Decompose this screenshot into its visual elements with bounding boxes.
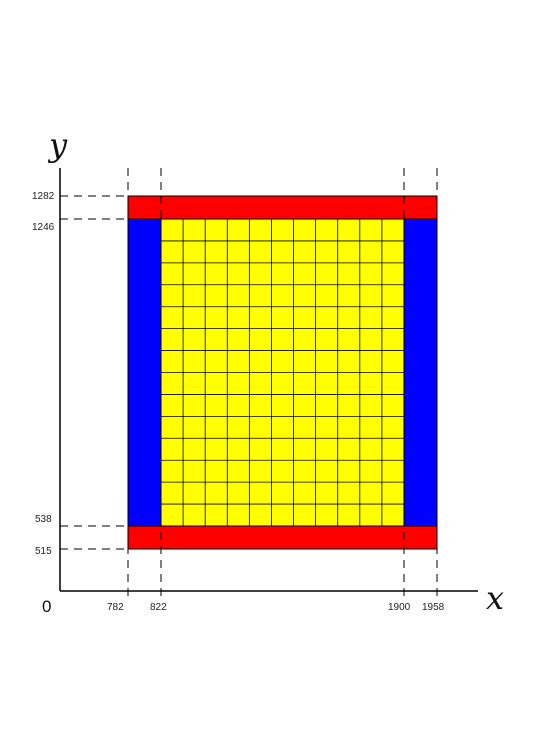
origin-label: 0 [42, 597, 51, 616]
right-blue-band [403, 218, 438, 527]
bottom-red-band [127, 525, 438, 550]
y-tick-538: 538 [35, 514, 52, 525]
vertical-guides [127, 168, 438, 598]
x-tick-1958: 1958 [422, 602, 445, 613]
grid-lines [161, 219, 404, 526]
top-red-band [127, 195, 438, 220]
x-tick-782: 782 [107, 602, 124, 613]
x-axis-label: x [486, 579, 504, 617]
left-blue-band [127, 218, 162, 527]
y-tick-1246: 1246 [32, 222, 55, 233]
x-tick-822: 822 [150, 602, 167, 613]
y-axis-label: y [47, 126, 68, 164]
x-tick-1900: 1900 [388, 602, 411, 613]
y-tick-515: 515 [35, 546, 52, 557]
y-tick-1282: 1282 [32, 191, 55, 202]
horizontal-guides [60, 195, 130, 550]
